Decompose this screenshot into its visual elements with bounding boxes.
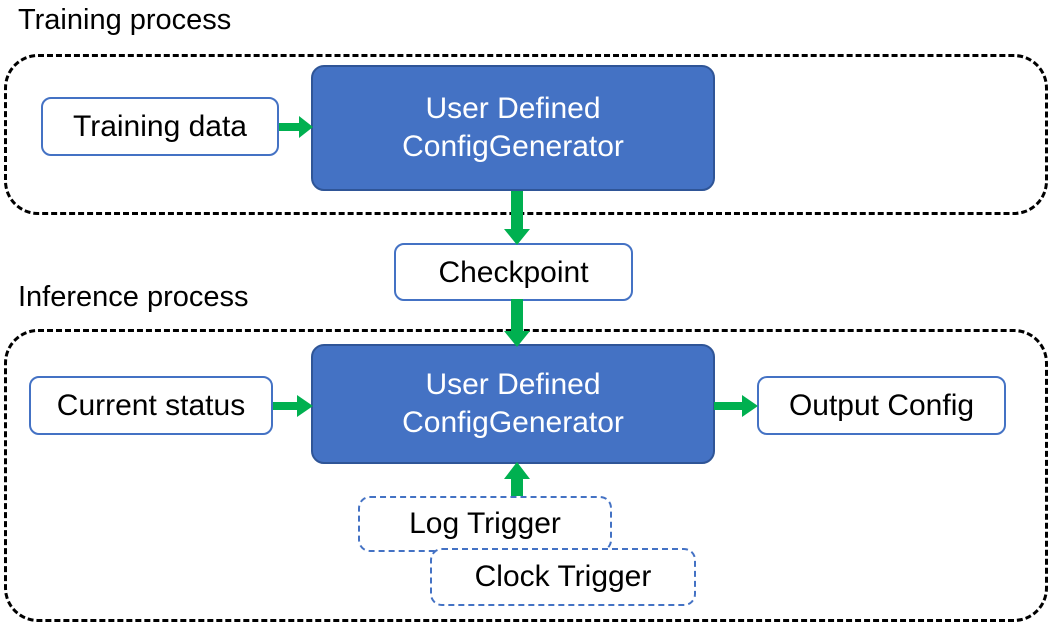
inference-process-container (4, 329, 1048, 622)
checkpoint-node[interactable]: Checkpoint (394, 243, 633, 301)
training-generator-line-1: User Defined (425, 91, 601, 125)
log-trigger-node[interactable]: Log Trigger (358, 496, 612, 552)
arrow-generator-to-output-config (714, 395, 758, 417)
arrow-checkpoint-to-inference-generator (504, 299, 530, 347)
arrow-current-status-to-generator (273, 395, 313, 417)
inference-config-generator-node[interactable]: User Defined ConfigGenerator (311, 344, 715, 464)
clock-trigger-node[interactable]: Clock Trigger (430, 548, 696, 606)
arrow-generator-to-checkpoint (504, 191, 530, 245)
arrow-training-data-to-generator (279, 116, 313, 138)
training-config-generator-node[interactable]: User Defined ConfigGenerator (311, 65, 715, 191)
training-generator-line-2: ConfigGenerator (402, 130, 624, 163)
inference-generator-line-1: User Defined (425, 367, 601, 401)
inference-generator-line-2: ConfigGenerator (402, 406, 624, 439)
training-process-container (4, 54, 1048, 215)
current-status-node[interactable]: Current status (29, 376, 273, 435)
arrow-log-trigger-to-generator (504, 462, 530, 504)
inference-process-title: Inference process (18, 281, 249, 313)
training-process-title: Training process (18, 4, 232, 36)
training-data-node[interactable]: Training data (41, 97, 279, 156)
output-config-node[interactable]: Output Config (757, 376, 1006, 435)
